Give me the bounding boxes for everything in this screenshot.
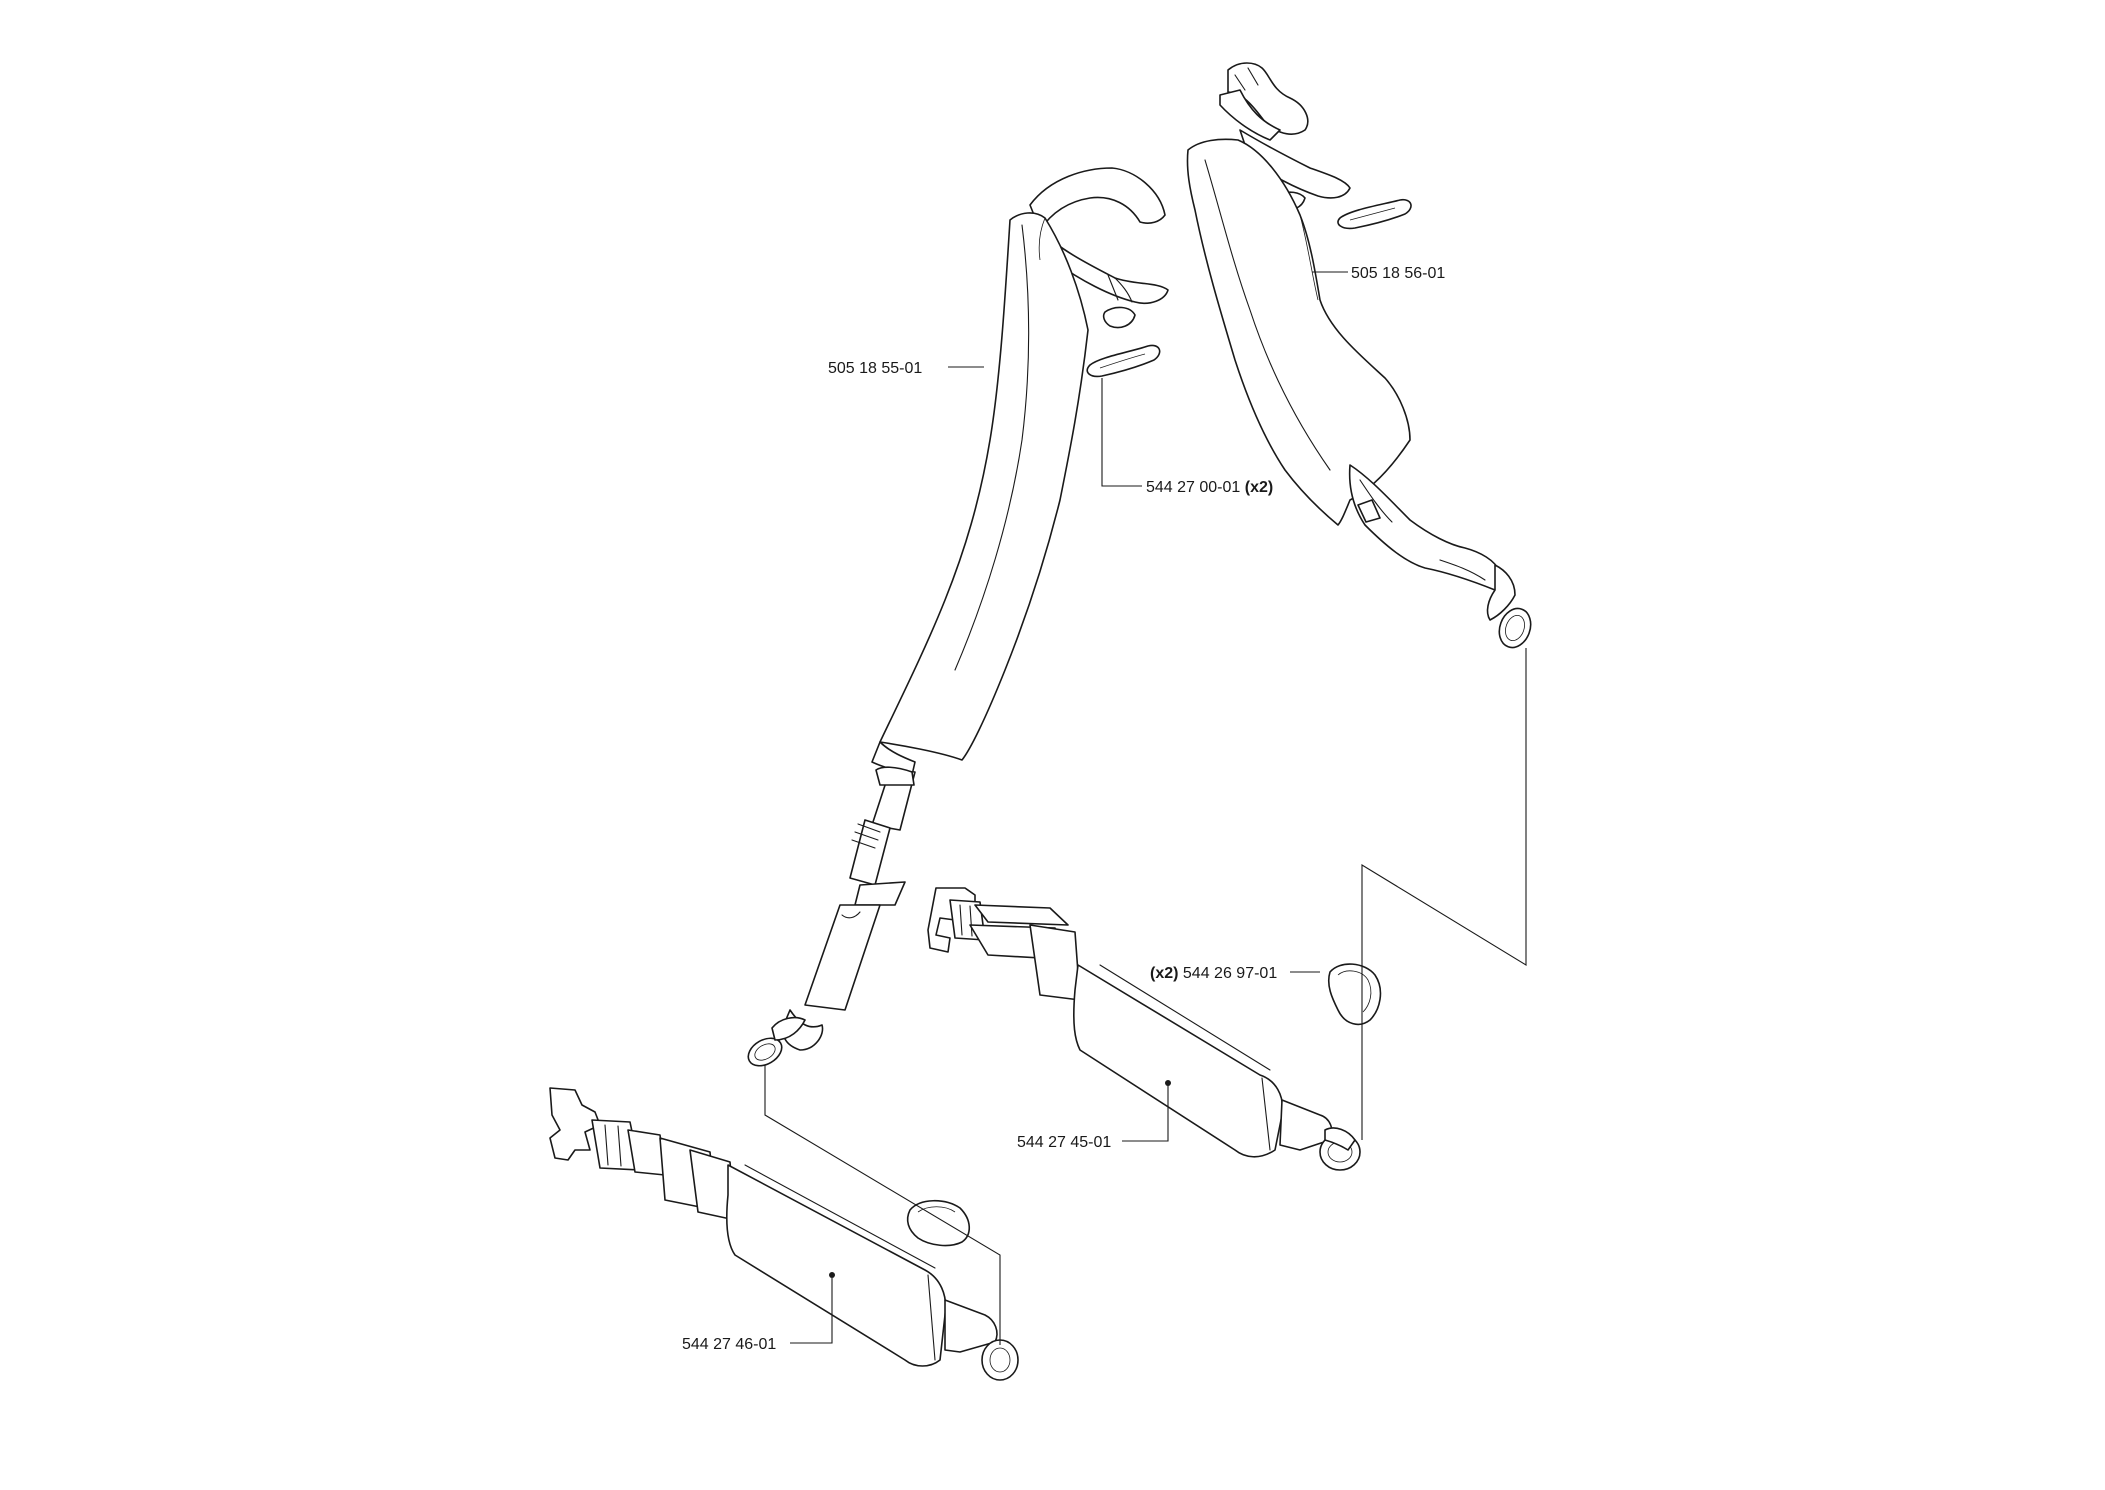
left-shoulder-strap — [747, 167, 1169, 1067]
slide-clip-upper — [1337, 198, 1412, 230]
callout-505-18-56-01: 505 18 56-01 — [1351, 265, 1445, 282]
callout-544-27-46-01: 544 27 46-01 — [682, 1336, 776, 1353]
slide-clip-lower — [1086, 344, 1161, 378]
leader-lines — [790, 271, 1348, 1344]
connection-lines — [764, 648, 1527, 1345]
hip-strap — [549, 1087, 1019, 1381]
d-ring-upper — [1327, 963, 1382, 1026]
chest-strap — [927, 887, 1361, 1171]
callout-505-18-55-01: 505 18 55-01 — [828, 360, 922, 377]
callout-544-27-45-01: 544 27 45-01 — [1017, 1134, 1111, 1151]
callout-part-number: 544 27 00-01 — [1146, 479, 1240, 496]
callout-544-27-00-01: 544 27 00-01 (x2) — [1146, 479, 1273, 496]
callout-part-number: 544 26 97-01 — [1183, 965, 1277, 982]
callout-qty: (x2) — [1150, 965, 1178, 982]
d-ring-lower — [906, 1199, 971, 1247]
callout-544-26-97-01: (x2) 544 26 97-01 — [1150, 965, 1277, 982]
right-shoulder-strap — [1186, 62, 1532, 649]
callout-qty: (x2) — [1245, 479, 1273, 496]
